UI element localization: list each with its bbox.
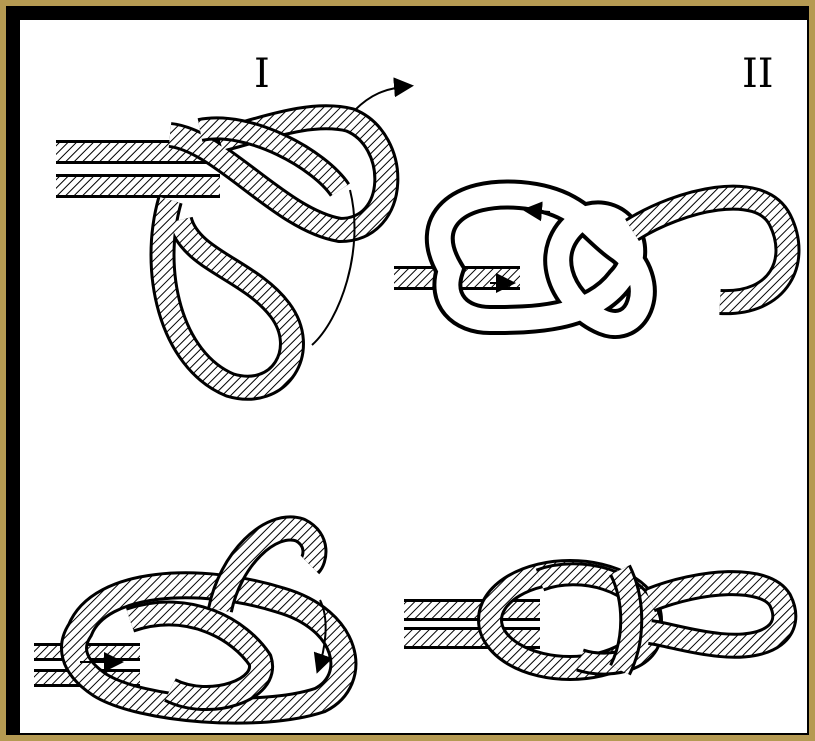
knot-stage-three bbox=[34, 528, 343, 710]
knot-stage-two bbox=[394, 194, 788, 324]
knot-illustrations bbox=[20, 20, 807, 733]
knot-stage-one bbox=[56, 86, 410, 388]
illustration-panel: I II bbox=[20, 20, 807, 733]
knot-stage-four bbox=[404, 570, 784, 670]
